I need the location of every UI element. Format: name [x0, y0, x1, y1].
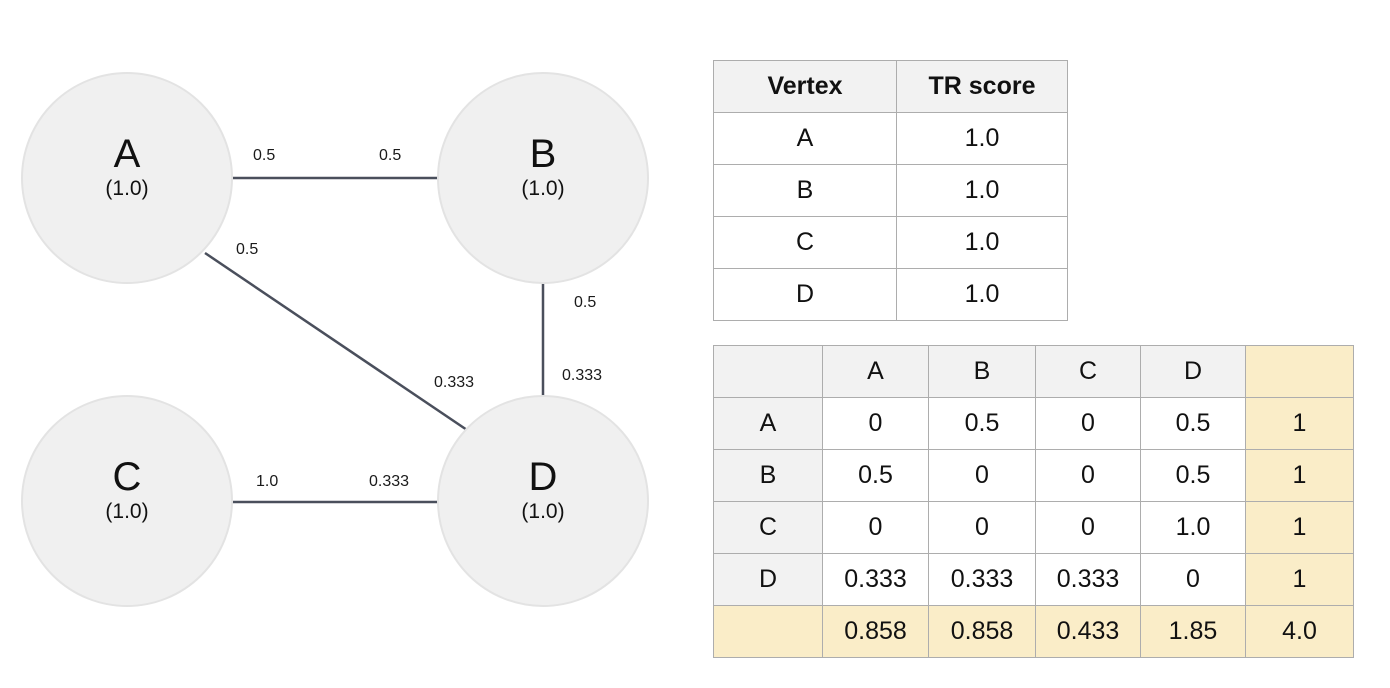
matrix-col-sum: 0.858	[928, 605, 1036, 658]
matrix-cell: 0	[822, 397, 929, 450]
matrix-row-header: D	[713, 553, 823, 606]
matrix-col-header-c: C	[1035, 345, 1141, 398]
matrix-cell: 0.5	[928, 397, 1036, 450]
matrix-row: C 0 0 0 1.0 1	[713, 501, 1354, 554]
graph-panel: A (1.0) B (1.0) C (1.0) D (1.0) 0.5 0.5 …	[21, 72, 649, 607]
cell-vertex: D	[713, 268, 897, 321]
edge-label-ad-from-a: 0.5	[236, 241, 259, 258]
matrix-cell: 0.5	[822, 449, 929, 502]
edge-label-bd-from-b: 0.5	[574, 294, 597, 311]
matrix-col-header-b: B	[928, 345, 1036, 398]
edge-label-cd-from-d: 0.333	[369, 473, 410, 490]
node-circle-b[interactable]	[437, 72, 649, 284]
matrix-col-sum: 0.433	[1035, 605, 1141, 658]
matrix-cell: 0.5	[1140, 449, 1246, 502]
table-header-row: Vertex TR score	[713, 60, 1068, 113]
edge-label-cd-from-c: 1.0	[256, 473, 279, 490]
cell-tr-score: 1.0	[896, 112, 1068, 165]
tr-score-table: Vertex TR score A 1.0 B 1.0 C 1.0 D 1.0	[713, 60, 1068, 321]
matrix-row-header: A	[713, 397, 823, 450]
node-circle-d[interactable]	[437, 395, 649, 607]
edge-label-bd-from-d: 0.333	[562, 367, 603, 384]
edge-label-ad-from-d: 0.333	[434, 374, 475, 391]
cell-tr-score: 1.0	[896, 268, 1068, 321]
cell-vertex: A	[713, 112, 897, 165]
matrix-col-header-sum	[1245, 345, 1354, 398]
matrix-row-header: B	[713, 449, 823, 502]
matrix-row-sum: 1	[1245, 553, 1354, 606]
matrix-cell: 0	[1140, 553, 1246, 606]
matrix-row: B 0.5 0 0 0.5 1	[713, 449, 1354, 502]
matrix-corner-cell	[713, 345, 823, 398]
table-row: B 1.0	[713, 164, 1068, 217]
matrix-cell: 0.5	[1140, 397, 1246, 450]
matrix-cell: 0	[928, 501, 1036, 554]
matrix-header-row: A B C D	[713, 345, 1354, 398]
matrix-col-sum: 0.858	[822, 605, 929, 658]
matrix-cell: 0	[822, 501, 929, 554]
matrix-cell: 0	[928, 449, 1036, 502]
matrix-footer-row: 0.858 0.858 0.433 1.85 4.0	[713, 605, 1354, 658]
column-header-vertex: Vertex	[713, 60, 897, 113]
matrix-row: D 0.333 0.333 0.333 0 1	[713, 553, 1354, 606]
matrix-cell: 0.333	[928, 553, 1036, 606]
matrix-col-header-a: A	[822, 345, 929, 398]
edge-label-ab-from-b: 0.5	[379, 147, 402, 164]
matrix-row-sum: 1	[1245, 449, 1354, 502]
node-circle-a[interactable]	[21, 72, 233, 284]
matrix-cell: 0	[1035, 501, 1141, 554]
table-row: D 1.0	[713, 268, 1068, 321]
graph-canvas	[21, 72, 649, 607]
matrix-row-sum: 1	[1245, 501, 1354, 554]
matrix-cell: 1.0	[1140, 501, 1246, 554]
cell-vertex: C	[713, 216, 897, 269]
matrix-grand-total: 4.0	[1245, 605, 1354, 658]
matrix-cell: 0	[1035, 397, 1141, 450]
edge-label-ab-from-a: 0.5	[253, 147, 276, 164]
matrix-col-header-d: D	[1140, 345, 1246, 398]
matrix-cell: 0.333	[1035, 553, 1141, 606]
transition-matrix-table: A B C D A 0 0.5 0 0.5 1 B 0.5 0 0 0.5 1 …	[713, 345, 1354, 658]
cell-vertex: B	[713, 164, 897, 217]
matrix-cell: 0	[1035, 449, 1141, 502]
cell-tr-score: 1.0	[896, 164, 1068, 217]
matrix-row: A 0 0.5 0 0.5 1	[713, 397, 1354, 450]
matrix-cell: 0.333	[822, 553, 929, 606]
matrix-row-header: C	[713, 501, 823, 554]
matrix-row-sum: 1	[1245, 397, 1354, 450]
table-row: A 1.0	[713, 112, 1068, 165]
cell-tr-score: 1.0	[896, 216, 1068, 269]
node-circle-c[interactable]	[21, 395, 233, 607]
table-row: C 1.0	[713, 216, 1068, 269]
column-header-tr-score: TR score	[896, 60, 1068, 113]
edge-a-d	[204, 251, 471, 434]
matrix-footer-label	[713, 605, 823, 658]
matrix-col-sum: 1.85	[1140, 605, 1246, 658]
